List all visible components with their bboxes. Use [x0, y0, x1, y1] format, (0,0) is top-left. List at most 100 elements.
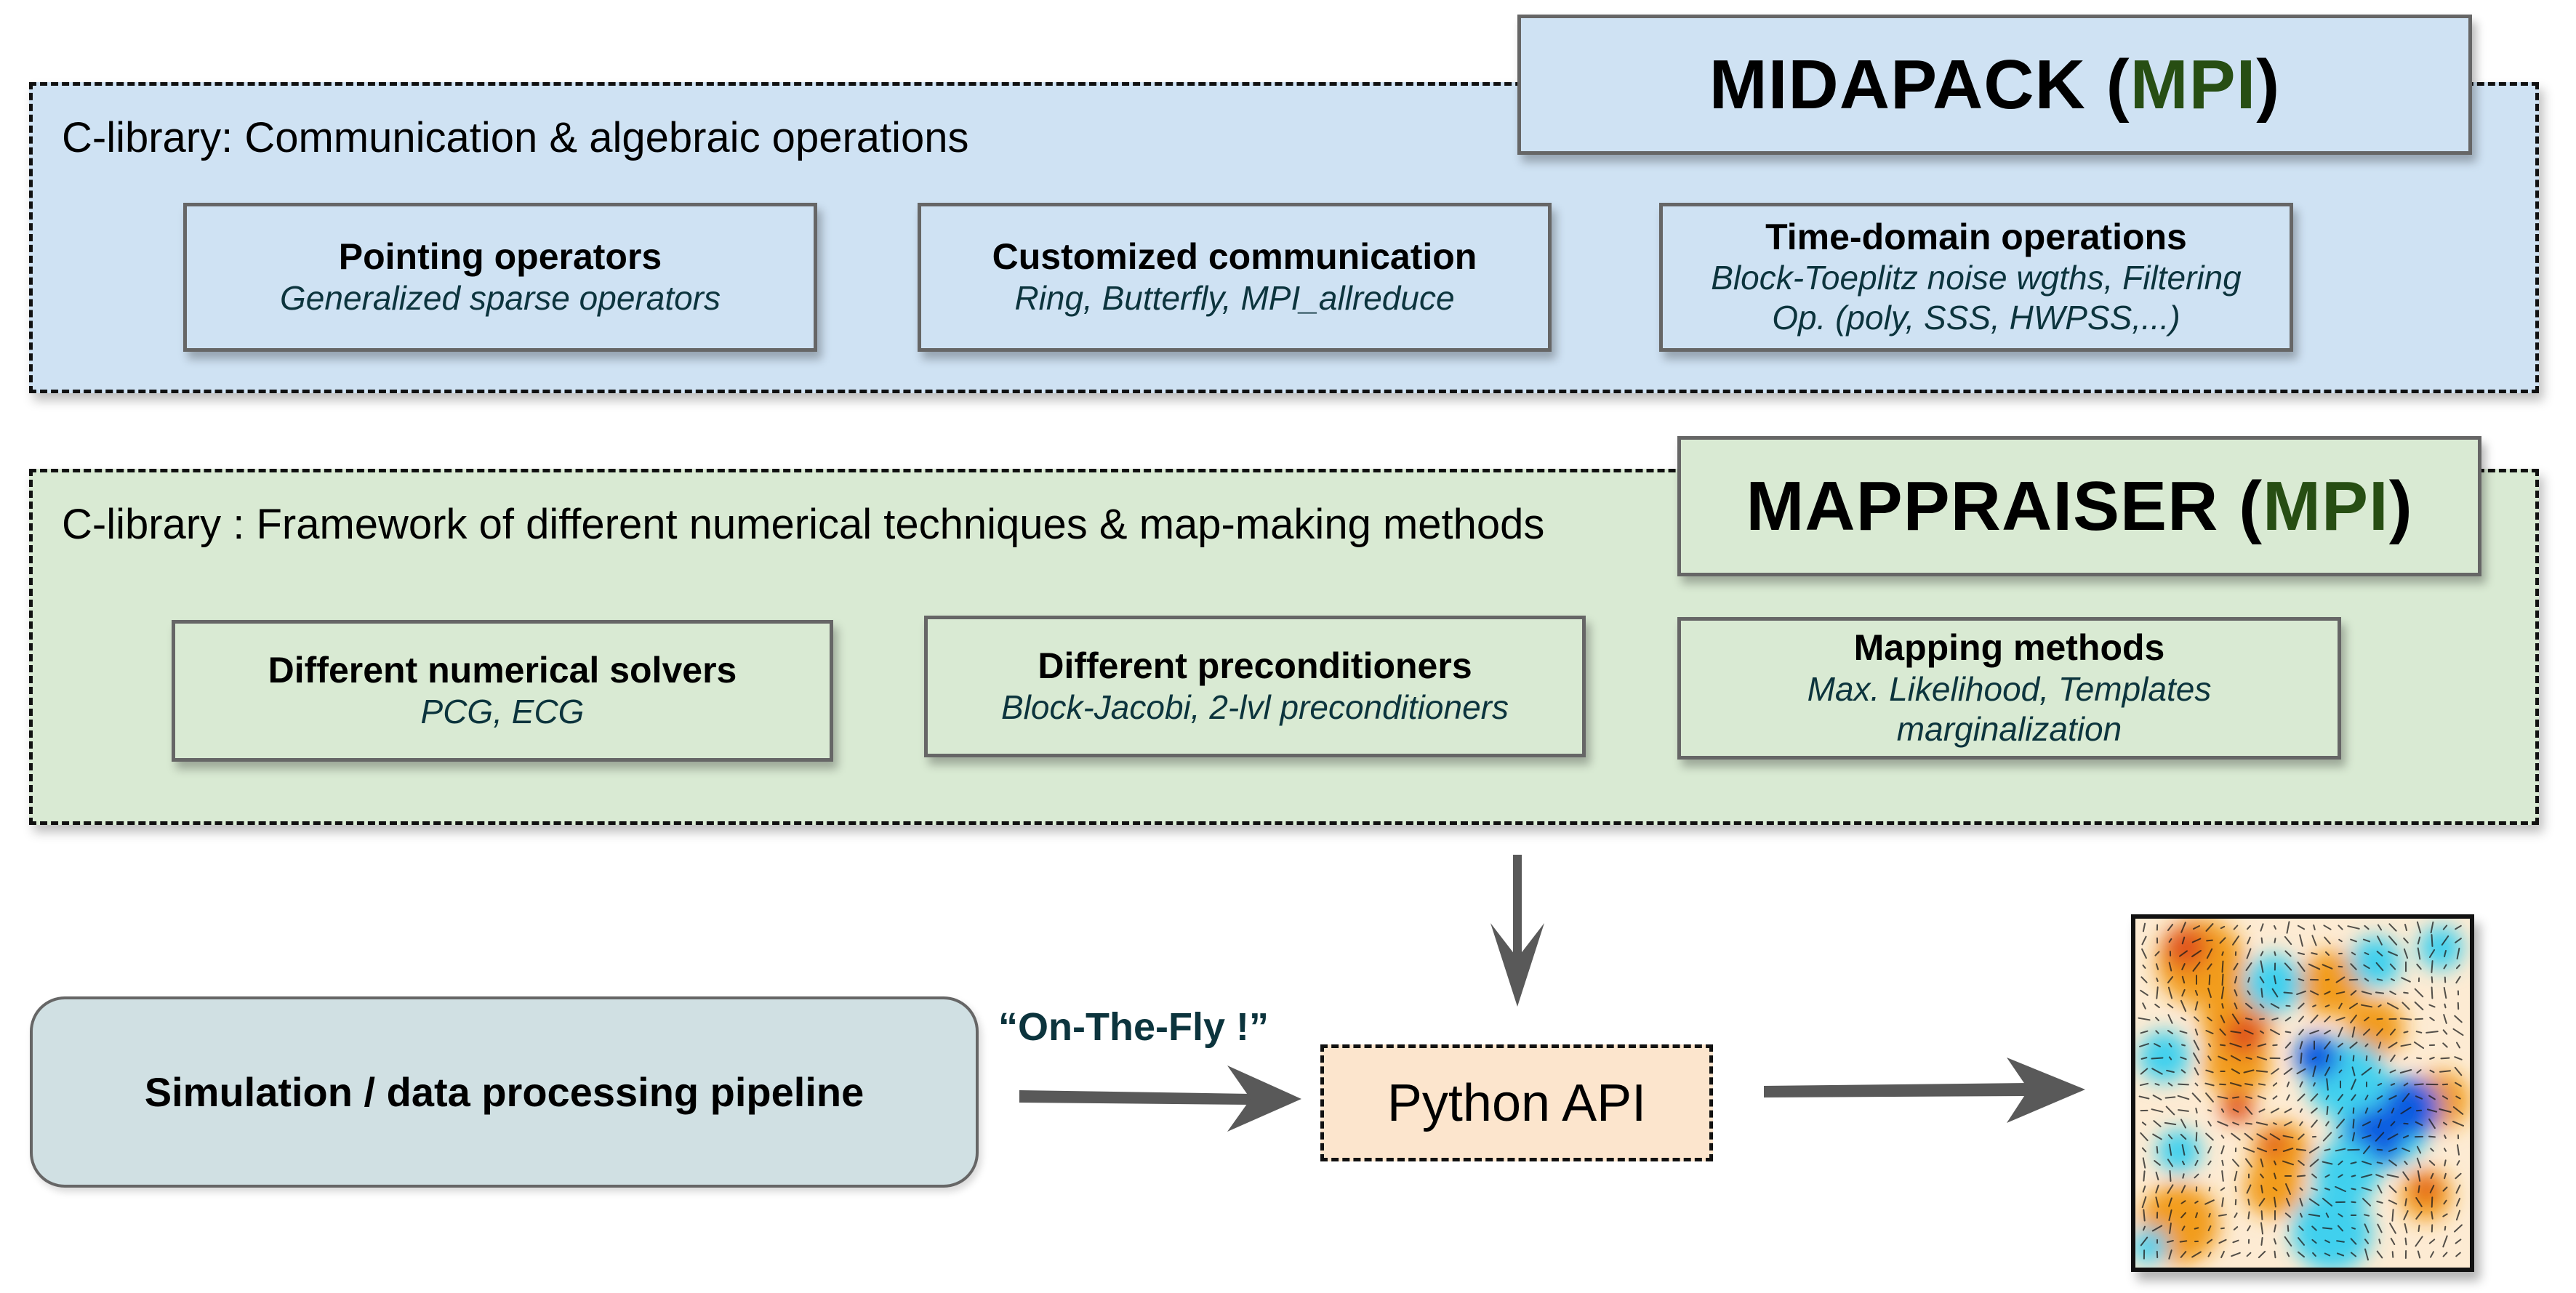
polarization-vector: [2259, 976, 2265, 983]
polarization-vector: [2260, 988, 2263, 998]
polarization-vector: [2194, 1016, 2199, 1022]
polarization-vector: [2388, 935, 2398, 946]
polarization-vector: [2442, 1235, 2448, 1248]
polarization-vector: [2247, 1211, 2250, 1220]
polarization-vector: [2351, 1175, 2356, 1177]
polarization-vector: [2287, 1225, 2290, 1232]
polarization-vector: [2272, 1095, 2278, 1100]
polarization-vector: [2233, 925, 2239, 930]
polarization-vector: [2299, 1198, 2303, 1207]
polarization-vector: [2338, 1213, 2343, 1217]
polarization-vector: [2180, 922, 2186, 933]
polarization-vector: [2206, 948, 2213, 959]
polarization-vector: [2364, 978, 2370, 982]
box-title: Customized communication: [992, 236, 1477, 278]
polarization-vector: [2431, 1211, 2433, 1220]
polarization-vector: [2181, 936, 2186, 945]
polarization-vector: [2221, 1159, 2224, 1167]
polarization-vector: [2389, 1222, 2396, 1234]
polarization-vector: [2247, 1225, 2251, 1232]
polarization-vector: [2282, 1160, 2294, 1166]
polarization-vector: [2324, 1239, 2330, 1244]
polarization-vector: [2416, 1145, 2422, 1154]
polarization-vector: [2362, 1135, 2372, 1139]
polarization-vector: [2456, 1160, 2460, 1166]
polarization-vector: [2428, 1160, 2436, 1166]
sky-map-image: [2135, 919, 2470, 1268]
polarization-vector: [2361, 991, 2372, 995]
pointing-operators-box: Pointing operators Generalized sparse op…: [183, 203, 817, 352]
polarization-vector: [2338, 1174, 2343, 1178]
polarization-vector: [2168, 1056, 2172, 1060]
polarization-vector: [2442, 925, 2448, 930]
polarization-vector: [2218, 1238, 2227, 1244]
polarization-vector: [2284, 1212, 2292, 1218]
polarization-vector: [2283, 991, 2293, 994]
polarization-vector: [2414, 988, 2424, 998]
polarization-vector: [2156, 978, 2159, 982]
polarization-vector: [2311, 1107, 2318, 1114]
polarization-vector: [2389, 991, 2396, 995]
polarization-vector: [2205, 1069, 2214, 1074]
polarization-vector: [2401, 977, 2411, 983]
map-blob: [2413, 1175, 2439, 1201]
polarization-vector: [2403, 948, 2409, 959]
map-blob: [2260, 1131, 2287, 1157]
polarization-vector: [2180, 1017, 2186, 1021]
polarization-vector: [2403, 1056, 2409, 1060]
python-api-label: Python API: [1387, 1074, 1647, 1132]
polarization-vector: [2169, 1170, 2172, 1182]
polarization-vector: [2455, 1184, 2461, 1194]
polarization-vector: [2417, 1170, 2421, 1182]
polarization-vector: [2391, 978, 2395, 981]
map-blob: [2221, 1092, 2253, 1124]
polarization-vector: [2260, 960, 2264, 973]
mappraiser-title: MAPPRAISER (MPI): [1746, 467, 2412, 547]
polarization-vector: [2443, 1121, 2447, 1126]
polarization-vector: [2151, 1057, 2164, 1060]
polarization-vector: [2443, 1199, 2447, 1205]
polarization-vector: [2242, 1147, 2255, 1153]
polarization-vector: [2141, 1121, 2147, 1126]
polarization-vector: [2298, 1015, 2304, 1023]
polarization-vector: [2220, 1145, 2225, 1155]
polarization-vector: [2167, 1159, 2174, 1167]
polarization-vector: [2417, 1185, 2420, 1193]
polarization-vector: [2378, 1068, 2381, 1074]
polarization-vector: [2442, 1042, 2448, 1048]
polarization-vector: [2349, 1042, 2358, 1049]
mappraiser-container-label: C-library : Framework of different numer…: [62, 501, 1545, 548]
polarization-vector: [2403, 1031, 2409, 1034]
box-title: Different preconditioners: [1038, 645, 1472, 687]
polarization-vector: [2402, 1002, 2410, 1010]
mappraiser-title-box: MAPPRAISER (MPI): [1677, 436, 2481, 576]
polarization-vector: [2286, 1252, 2290, 1257]
polarization-vector: [2181, 988, 2186, 997]
polarization-vector: [2377, 935, 2383, 946]
polarization-vector: [2194, 1200, 2199, 1204]
polarization-vector: [2139, 1082, 2149, 1087]
polarization-vector: [2259, 1030, 2265, 1034]
polarization-vector: [2324, 1004, 2330, 1007]
polarization-vector: [2364, 1095, 2369, 1100]
midapack-title-name: MIDAPACK (: [1709, 45, 2130, 124]
polarization-vector: [2428, 949, 2436, 958]
polarization-vector: [2274, 1250, 2276, 1259]
polarization-vector: [2191, 1092, 2202, 1103]
polarization-vector: [2417, 1250, 2421, 1259]
polarization-vector: [2299, 1081, 2303, 1088]
polarization-vector: [2338, 1135, 2343, 1139]
polarization-vector: [2375, 1132, 2385, 1142]
polarization-vector: [2350, 990, 2357, 996]
polarization-vector: [2339, 1055, 2342, 1061]
polarization-vector: [2376, 1095, 2383, 1100]
polarization-vector: [2247, 977, 2250, 983]
polarization-vector: [2388, 1095, 2397, 1100]
polarization-vector: [2232, 1239, 2239, 1244]
polarization-vector: [2155, 1030, 2159, 1034]
polarization-vector: [2416, 1057, 2422, 1060]
polarization-vector: [2402, 1148, 2410, 1152]
polarization-vector: [2260, 951, 2264, 956]
polarization-vector: [2364, 1043, 2369, 1047]
polarization-vector: [2377, 924, 2383, 931]
